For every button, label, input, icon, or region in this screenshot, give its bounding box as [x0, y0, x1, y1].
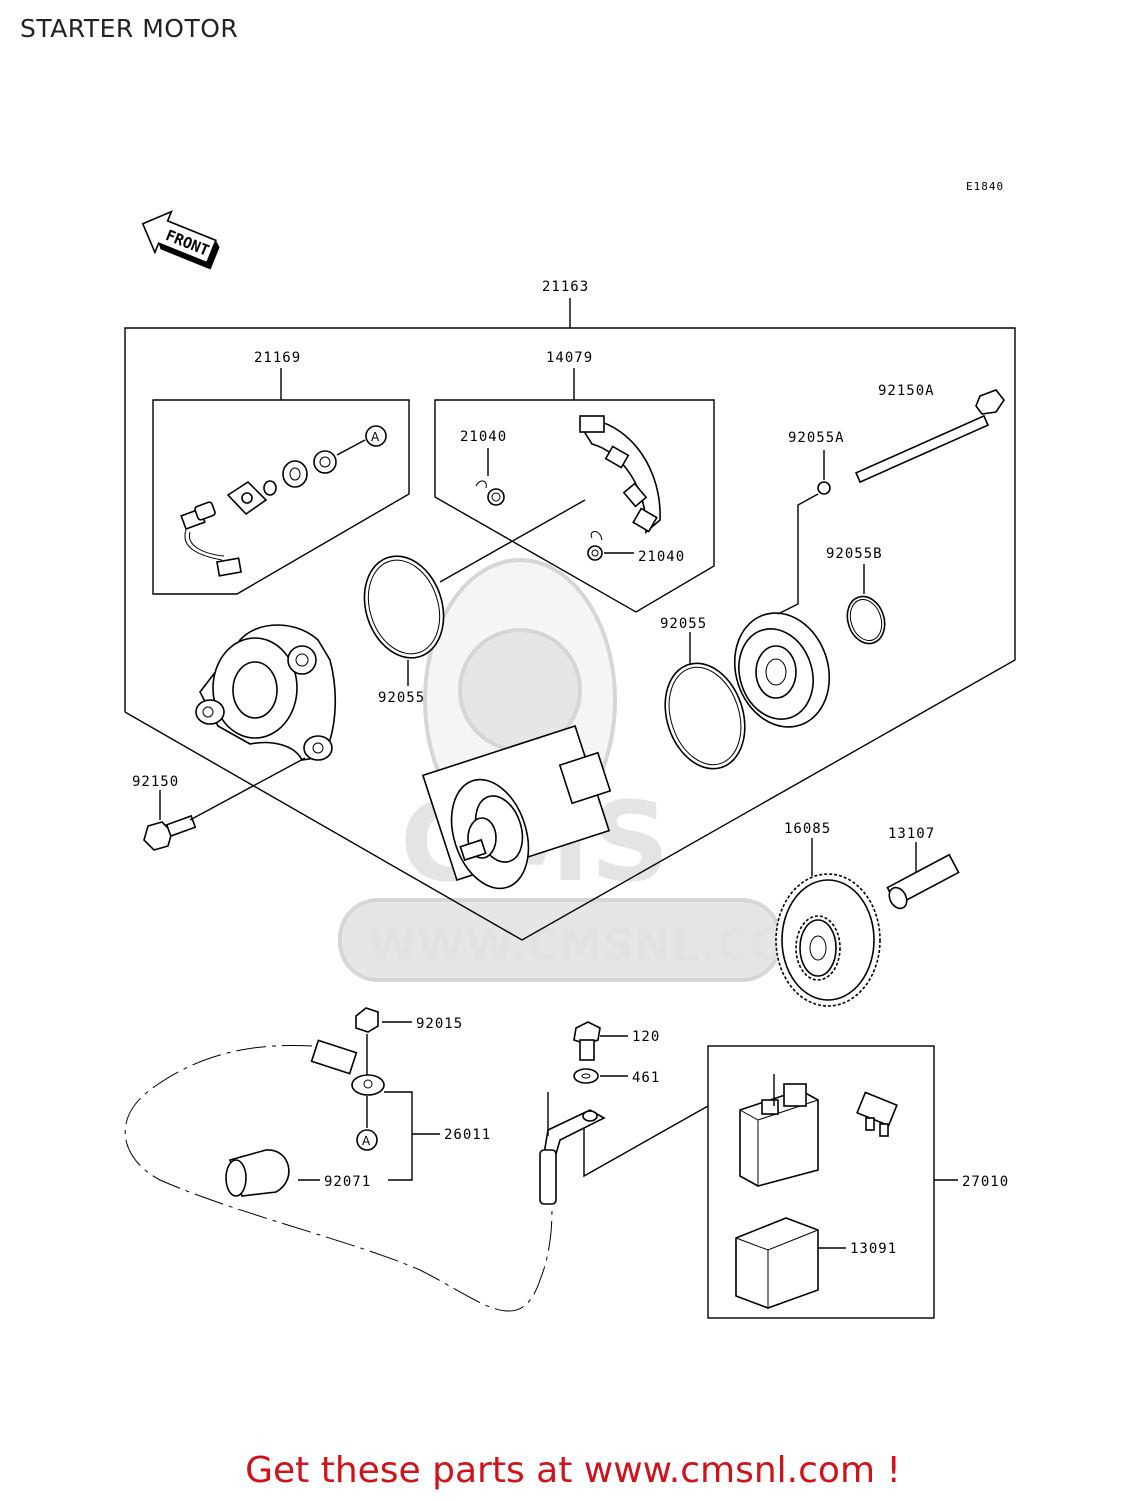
bolt-left-92150 — [143, 757, 306, 851]
relay-group-27010 — [707, 1045, 958, 1319]
part-label-92055-right: 92055 — [660, 616, 707, 632]
part-label-461: 461 — [632, 1070, 660, 1086]
brush-holder-group-21169: A — [152, 368, 410, 595]
watermark-url: WWW.CMSNL.COM — [368, 920, 830, 971]
ref-marker-a-bottom: A — [362, 1134, 371, 1148]
part-label-13107: 13107 — [888, 826, 935, 842]
page-title: STARTER MOTOR — [20, 14, 239, 43]
part-label-92150A: 92150A — [878, 383, 935, 399]
starter-cable-group: A — [124, 1007, 553, 1312]
part-label-21040-top: 21040 — [460, 429, 507, 445]
part-label-16085: 16085 — [784, 821, 831, 837]
oring-small-92055A — [817, 450, 831, 495]
oring-left-92055 — [363, 555, 445, 686]
rear-cover — [733, 493, 831, 728]
part-label-92055A: 92055A — [788, 430, 845, 446]
part-label-14079: 14079 — [546, 350, 593, 366]
footer-cta-link[interactable]: Get these parts at www.cmsnl.com ! — [245, 1450, 901, 1491]
part-label-120: 120 — [632, 1029, 660, 1045]
shaft-13107 — [886, 842, 960, 910]
part-label-21169: 21169 — [254, 350, 301, 366]
oring-right-92055 — [664, 632, 746, 770]
oring-92055B — [846, 564, 886, 645]
front-cover — [195, 624, 337, 761]
part-label-92055B: 92055B — [826, 546, 883, 562]
part-label-92071: 92071 — [324, 1174, 371, 1190]
part-label-21040-bottom: 21040 — [638, 549, 685, 565]
part-label-92055-left: 92055 — [378, 690, 425, 706]
part-label-92015: 92015 — [416, 1016, 463, 1032]
brush-plate-group-14079 — [434, 368, 715, 613]
part-label-92150: 92150 — [132, 774, 179, 790]
front-arrow-icon: FRONT — [141, 210, 220, 270]
part-label-21163: 21163 — [542, 279, 589, 295]
bolt-washer-lug — [539, 1021, 709, 1205]
assembly-outline-21163 — [124, 298, 1016, 941]
diagram-code: E1840 — [966, 180, 1004, 193]
part-label-26011: 26011 — [444, 1127, 491, 1143]
part-label-13091: 13091 — [850, 1241, 897, 1257]
ref-marker-a-top: A — [371, 430, 380, 444]
starter-gear-16085 — [775, 838, 881, 1007]
armature — [421, 724, 612, 890]
long-bolt-92150A — [854, 389, 1005, 484]
part-label-27010: 27010 — [962, 1174, 1009, 1190]
